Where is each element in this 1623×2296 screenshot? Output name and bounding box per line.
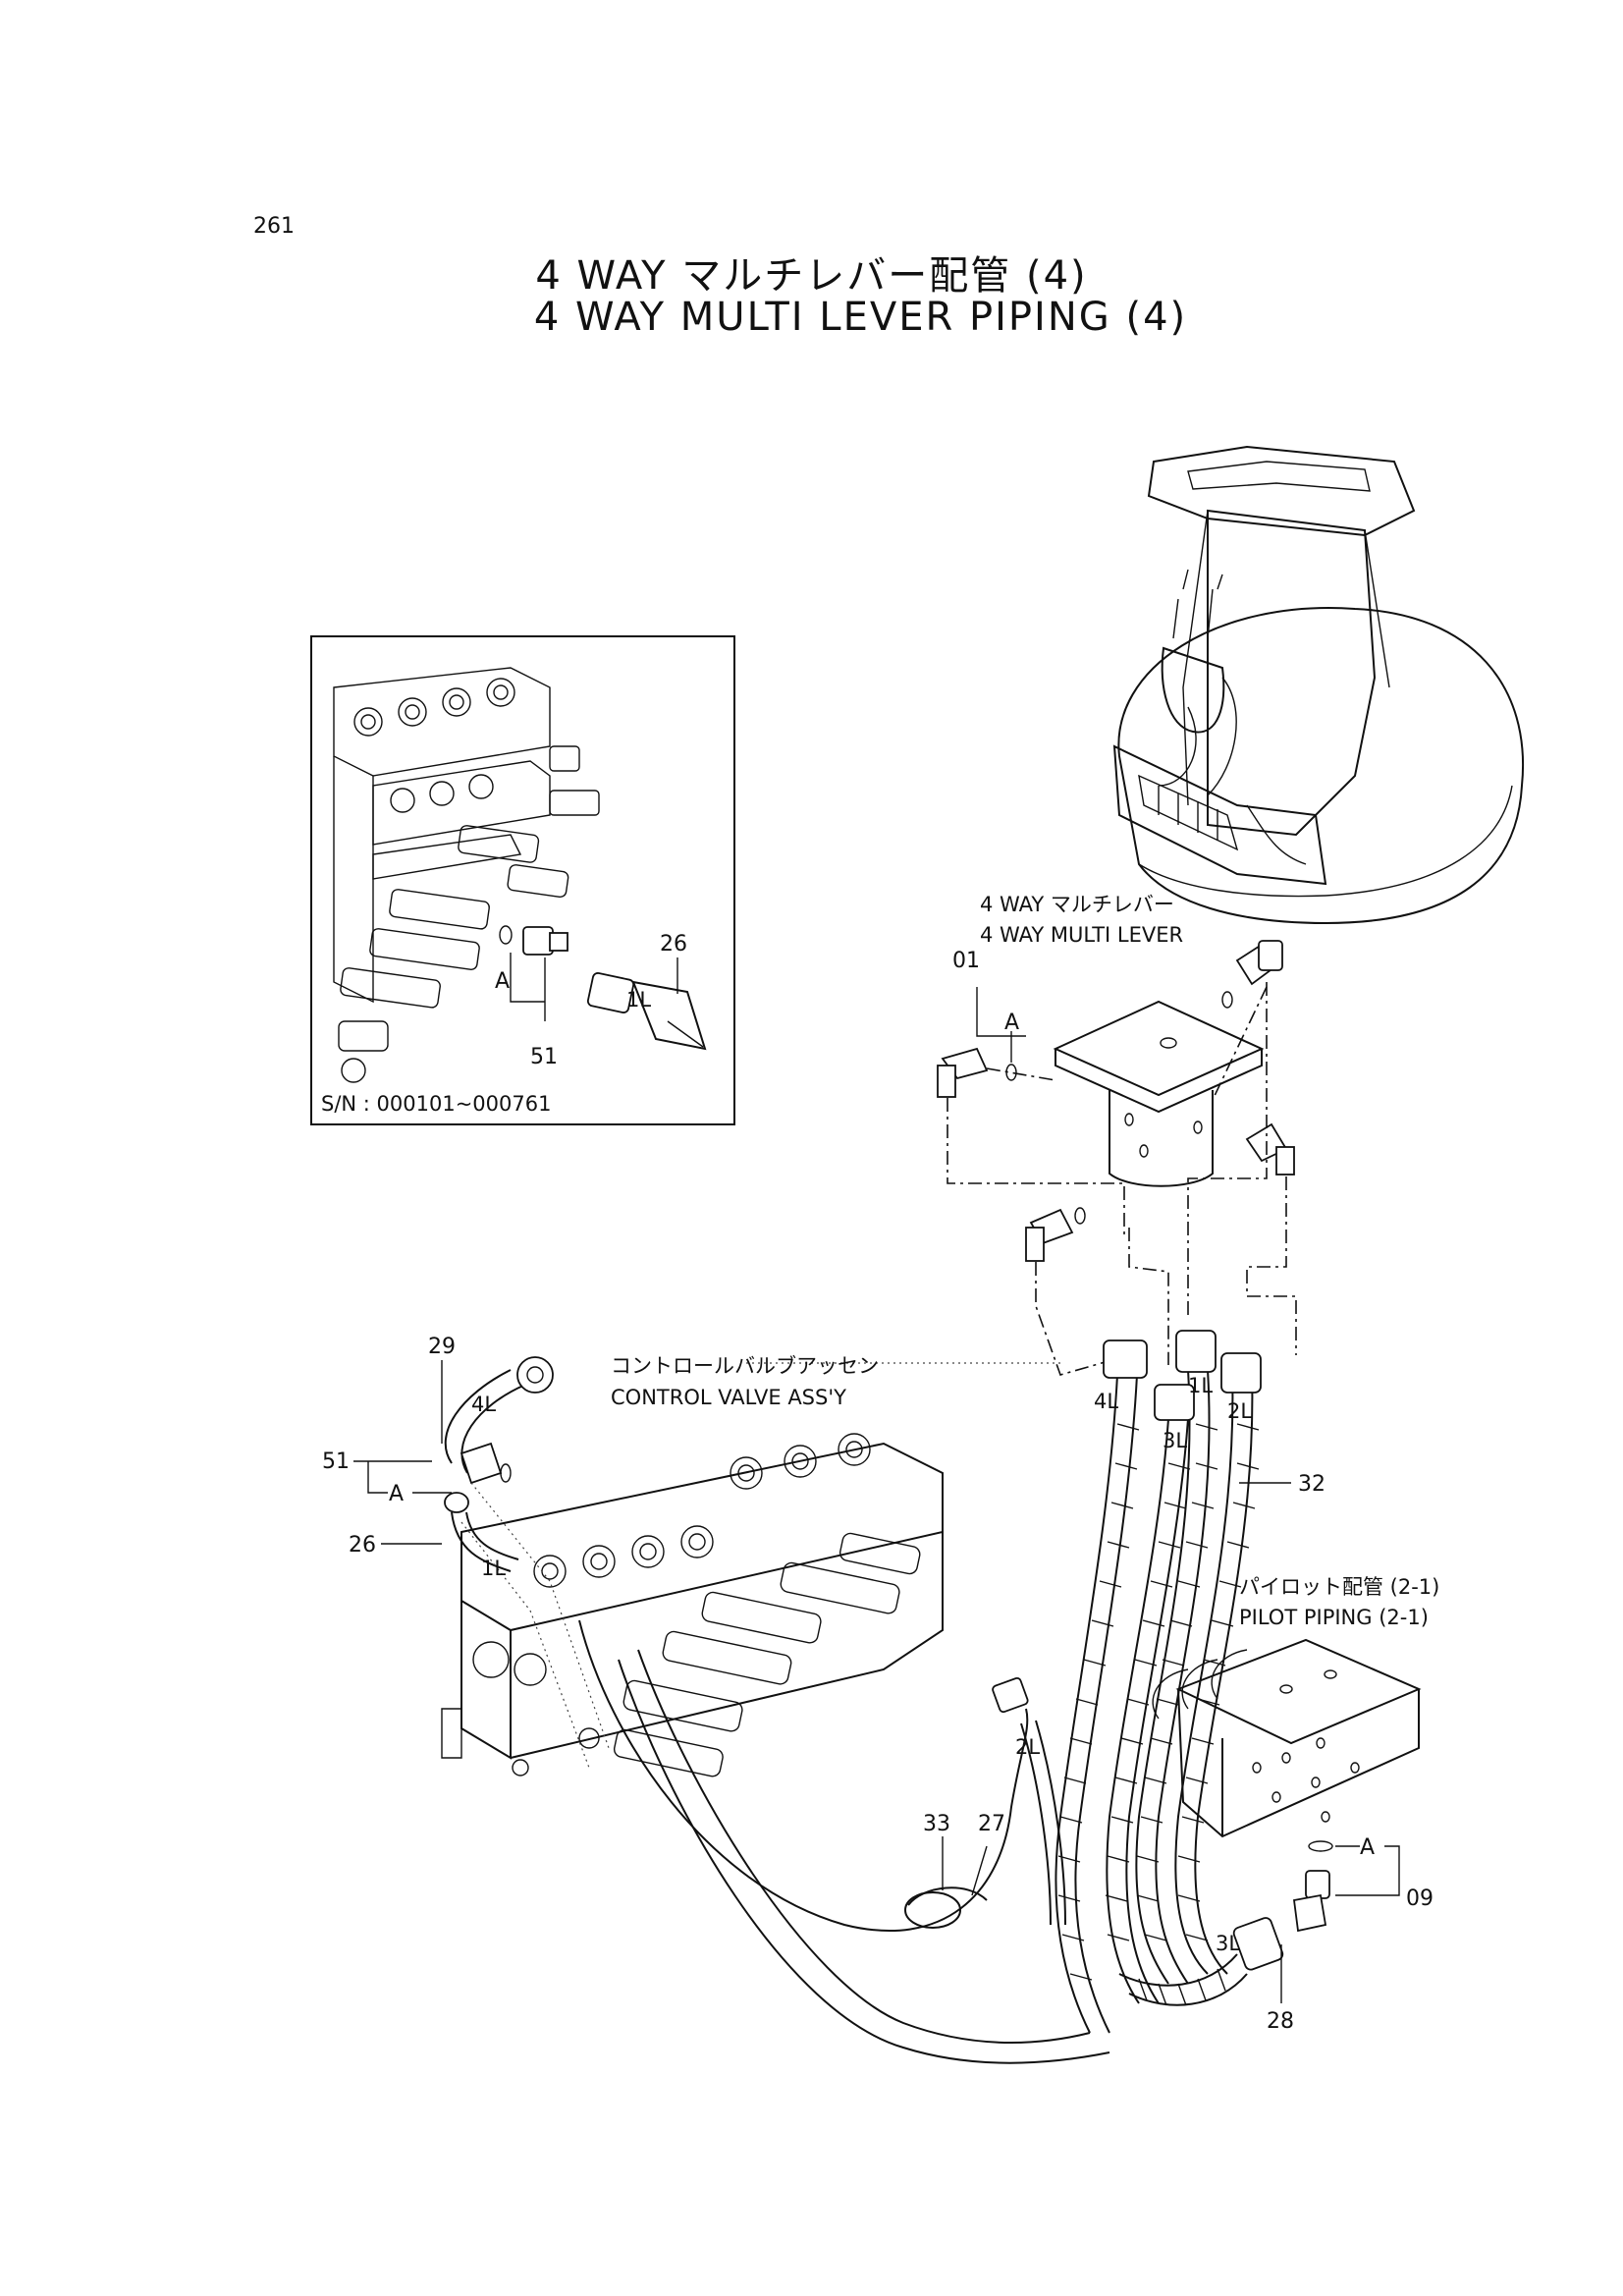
inset-callout-51: 51 — [530, 1045, 558, 1069]
control-valve-hose-4l: 4L — [471, 1393, 496, 1416]
control-valve-callout-a: A — [389, 1482, 404, 1506]
multi-lever-assembly — [937, 940, 1297, 1376]
inset-callout-a: A — [495, 969, 510, 994]
pilot-piping-label-en: PILOT PIPING (2-1) — [1239, 1606, 1429, 1629]
hose-label-3l: 3L — [1163, 1429, 1187, 1452]
inset-detail — [310, 635, 735, 1125]
control-valve-assembly — [441, 1356, 944, 1777]
callout-33: 33 — [923, 1812, 950, 1836]
control-valve-callout-29: 29 — [428, 1335, 456, 1359]
title-english: 4 WAY MULTI LEVER PIPING (4) — [533, 295, 1188, 340]
pilot-piping-label-jp: パイロット配管 (2-1) — [1239, 1575, 1439, 1599]
callout-28: 28 — [1267, 2009, 1294, 2034]
callout-27: 27 — [978, 1812, 1005, 1836]
inset-hose-label-1l: 1L — [626, 988, 651, 1011]
control-valve-callout-51: 51 — [322, 1449, 350, 1474]
hose-label-4l: 4L — [1094, 1390, 1118, 1413]
multi-lever-label-jp: 4 WAY マルチレバー — [980, 893, 1174, 916]
pilot-piping-callout-a: A — [1360, 1835, 1375, 1860]
title-japanese: 4 WAY マルチレバー配管 (4) — [535, 253, 1088, 299]
multi-lever-callout-01: 01 — [952, 949, 980, 973]
excavator-cab-illustration — [1112, 445, 1525, 925]
hose-label-3l-lower: 3L — [1216, 1932, 1240, 1955]
pilot-piping-block — [1152, 1638, 1422, 1933]
hose-bundle — [578, 1330, 1284, 2064]
callout-32: 32 — [1298, 1472, 1325, 1497]
inset-callout-26: 26 — [660, 932, 687, 957]
hose-label-2l: 2L — [1227, 1399, 1252, 1423]
page-number: 261 — [253, 214, 295, 239]
control-valve-label-en: CONTROL VALVE ASS'Y — [611, 1386, 846, 1409]
control-valve-label-jp: コントロールバルブアッセン — [611, 1354, 879, 1378]
multi-lever-callout-a: A — [1004, 1011, 1019, 1035]
control-valve-callout-26: 26 — [349, 1533, 376, 1558]
hose-label-1l: 1L — [1188, 1374, 1213, 1397]
hose-label-2l-lower: 2L — [1015, 1735, 1040, 1759]
multi-lever-label-en: 4 WAY MULTI LEVER — [980, 923, 1183, 947]
pilot-piping-callout-09: 09 — [1406, 1886, 1434, 1911]
control-valve-hose-1l: 1L — [481, 1557, 506, 1580]
inset-serial-range: S/N : 000101~000761 — [321, 1092, 551, 1116]
